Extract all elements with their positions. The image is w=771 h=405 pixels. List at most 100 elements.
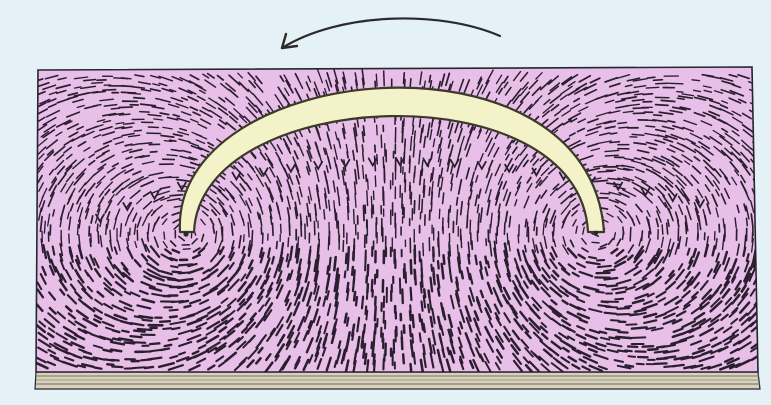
iron-filing [756, 176, 760, 182]
iron-filing [411, 342, 413, 357]
iron-filing [185, 306, 191, 307]
iron-filing [419, 195, 420, 210]
iron-filing [472, 241, 473, 249]
iron-filing [164, 232, 165, 239]
iron-filing [402, 289, 403, 303]
iron-filing [616, 337, 631, 338]
iron-filing [402, 128, 403, 142]
iron-filing [601, 193, 610, 194]
iron-filing [605, 155, 618, 156]
iron-filing [133, 367, 145, 368]
iron-filing [470, 220, 471, 233]
iron-filing [443, 193, 444, 204]
iron-filing [467, 216, 468, 228]
iron-filing [288, 260, 290, 267]
iron-filing [354, 292, 355, 300]
iron-filing [598, 266, 611, 267]
iron-filing [410, 325, 411, 336]
iron-filing [444, 255, 445, 263]
iron-filing [172, 328, 180, 329]
iron-filing [119, 107, 132, 108]
iron-filing [413, 117, 414, 126]
iron-filing [367, 285, 368, 299]
iron-filing [424, 324, 425, 332]
iron-filing [643, 346, 654, 347]
iron-filing [111, 108, 119, 109]
iron-filing [301, 222, 302, 236]
iron-filing [422, 169, 423, 175]
iron-filing [414, 353, 415, 364]
iron-filing [413, 315, 414, 327]
iron-filing [630, 228, 631, 241]
iron-filing [112, 367, 122, 368]
iron-filing [606, 307, 617, 308]
iron-filing [411, 364, 412, 371]
iron-filing [61, 238, 62, 246]
iron-filing [626, 365, 634, 366]
iron-filing [442, 264, 444, 279]
iron-filing [338, 275, 339, 284]
iron-filing [665, 357, 675, 358]
iron-filing [50, 225, 51, 235]
iron-filing [134, 331, 145, 332]
iron-filing [366, 175, 367, 181]
iron-filing [457, 282, 459, 290]
iron-filing [263, 233, 264, 243]
iron-filing [643, 94, 652, 95]
iron-filing [610, 142, 620, 143]
iron-filing [423, 243, 424, 255]
iron-filing [145, 367, 153, 368]
iron-filing [134, 98, 145, 99]
iron-filing [607, 286, 617, 287]
iron-filing [150, 152, 157, 153]
iron-filing [346, 254, 347, 263]
iron-filing [485, 257, 486, 263]
iron-filing [348, 206, 349, 220]
iron-filing [667, 223, 668, 234]
iron-filing [345, 271, 346, 277]
iron-filing [420, 315, 421, 322]
iron-filing [648, 349, 657, 350]
iron-filing [180, 291, 188, 292]
iron-filing [429, 187, 430, 195]
iron-filing [600, 332, 606, 334]
iron-filing [165, 345, 172, 346]
iron-filing [504, 223, 505, 234]
iron-filing [328, 237, 329, 250]
iron-filing [632, 327, 647, 328]
iron-filing [439, 209, 440, 218]
curved-arrow-left-icon [282, 18, 500, 48]
iron-filing [411, 260, 412, 273]
iron-filing [111, 350, 121, 352]
iron-filing [642, 231, 643, 241]
iron-filing [170, 195, 182, 196]
iron-filing [507, 233, 508, 244]
iron-filing [458, 245, 459, 253]
iron-filing [415, 250, 416, 264]
iron-filing [669, 83, 683, 84]
iron-filing [409, 159, 410, 172]
iron-filing [413, 126, 414, 135]
iron-filing [327, 266, 328, 274]
iron-filing [375, 81, 376, 88]
iron-filing [97, 224, 98, 231]
iron-filing [405, 143, 406, 153]
iron-filing [362, 341, 363, 348]
iron-filing [362, 297, 363, 309]
iron-filing [367, 360, 369, 374]
iron-filing [130, 228, 131, 235]
iron-filing [429, 76, 430, 83]
iron-filing [431, 317, 433, 327]
iron-filing [498, 216, 499, 226]
iron-filing [488, 261, 489, 267]
iron-filing [589, 257, 596, 258]
iron-filing [310, 214, 311, 221]
iron-filing [421, 282, 422, 292]
iron-filing [335, 209, 336, 220]
iron-filing [628, 356, 635, 357]
iron-filing [347, 318, 348, 326]
iron-filing [339, 197, 340, 206]
iron-filing [171, 266, 178, 267]
iron-filing [329, 258, 330, 270]
